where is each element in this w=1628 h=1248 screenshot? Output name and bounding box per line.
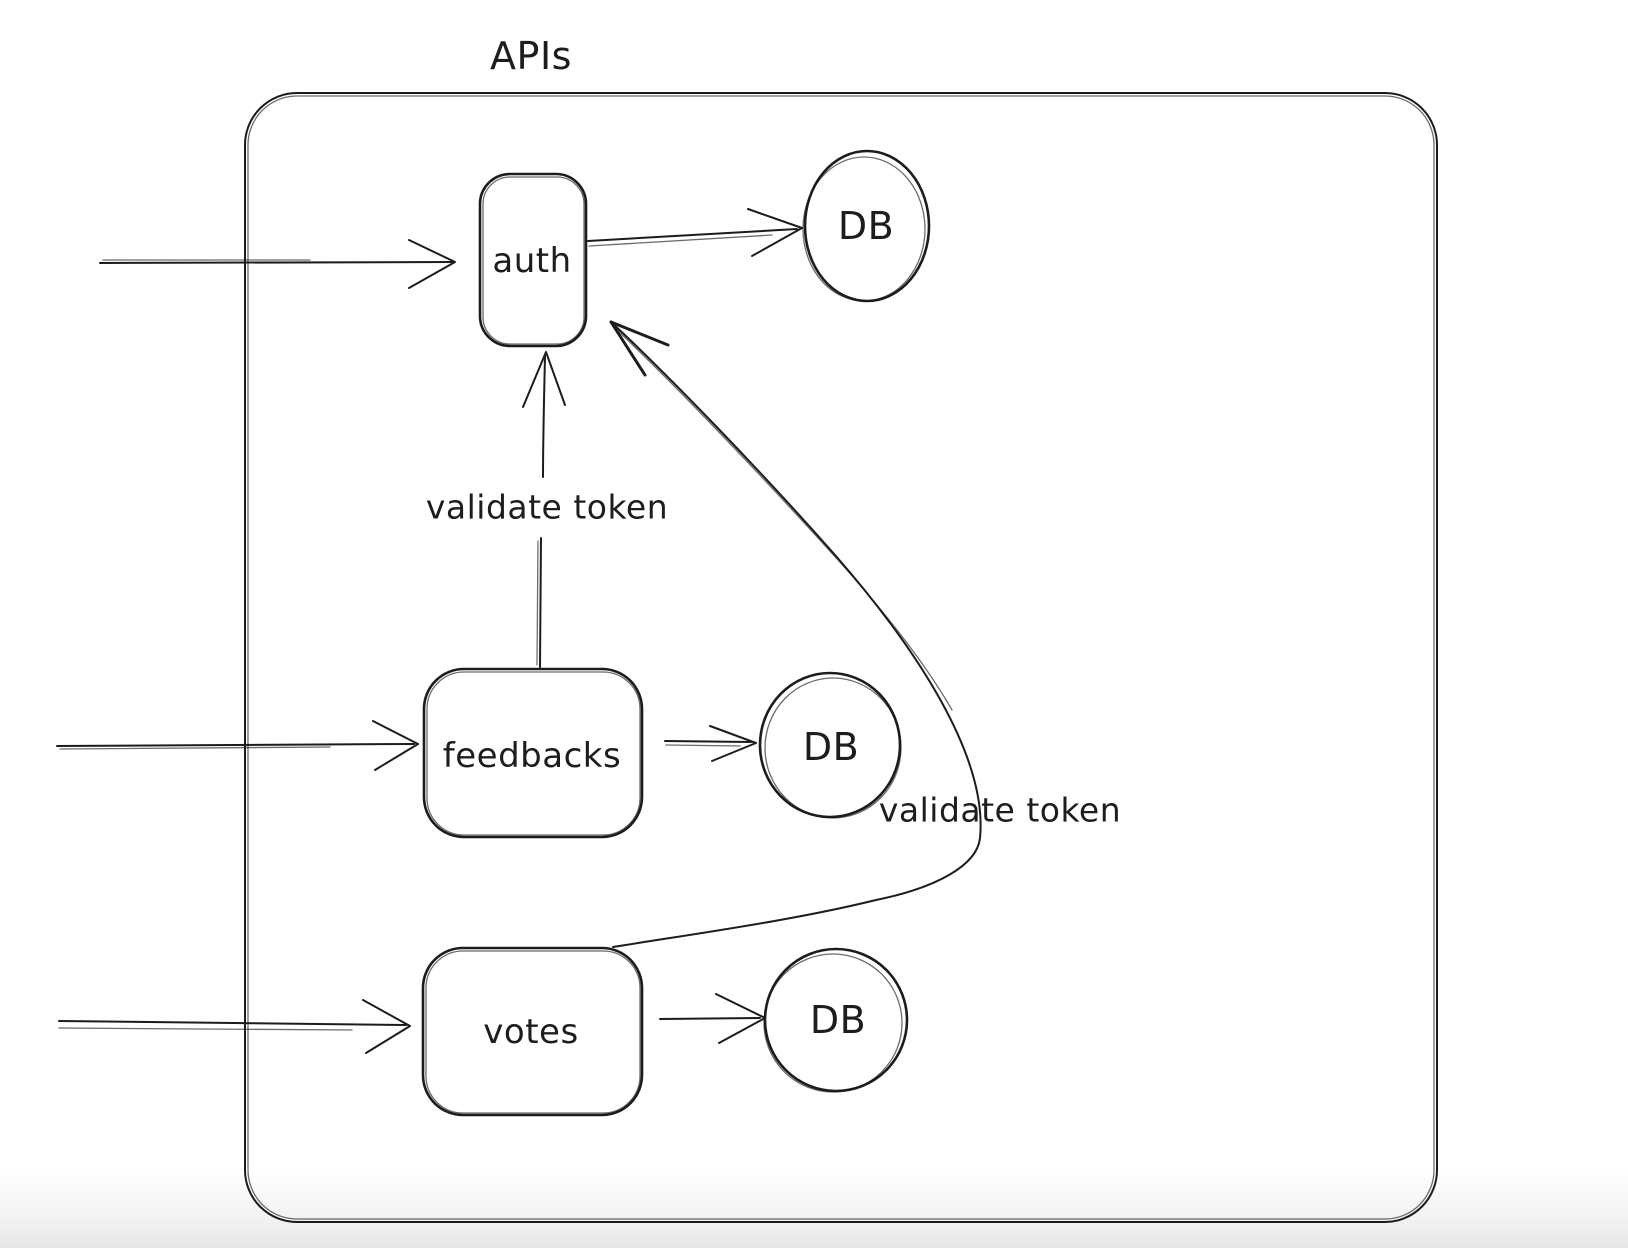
- votes-node-shape[interactable]: [421, 946, 644, 1117]
- feedbacks-node-label[interactable]: feedbacks: [442, 736, 622, 776]
- auth-node-label[interactable]: auth: [492, 241, 572, 281]
- arrow-feedbacks-to-db[interactable]: [664, 725, 757, 762]
- arrow-into-votes[interactable]: [58, 999, 411, 1054]
- votes-db-label[interactable]: DB: [809, 998, 867, 1042]
- feedbacks-db-label[interactable]: DB: [802, 725, 860, 769]
- apis-frame-title[interactable]: APIs: [490, 34, 572, 78]
- arrow-auth-to-db[interactable]: [587, 208, 803, 257]
- votes-db-shape[interactable]: [763, 947, 909, 1093]
- arrow-votes-to-db[interactable]: [659, 993, 766, 1044]
- votes-node-label[interactable]: votes: [483, 1012, 579, 1052]
- validate-token-label-feedbacks[interactable]: validate token: [417, 486, 677, 528]
- arrow-into-auth[interactable]: [99, 239, 456, 289]
- apis-frame[interactable]: [244, 92, 1438, 1223]
- auth-db-label[interactable]: DB: [837, 204, 895, 248]
- arrow-votes-to-auth[interactable]: [609, 320, 982, 948]
- arrow-feedbacks-to-auth[interactable]: [522, 351, 566, 668]
- auth-db-shape[interactable]: [802, 149, 931, 303]
- arrow-into-feedbacks[interactable]: [56, 720, 419, 771]
- validate-token-label-votes[interactable]: validate token: [878, 790, 1122, 830]
- feedbacks-node-shape[interactable]: [422, 667, 644, 839]
- auth-node-shape[interactable]: [478, 172, 588, 348]
- feedbacks-db-shape[interactable]: [758, 671, 902, 819]
